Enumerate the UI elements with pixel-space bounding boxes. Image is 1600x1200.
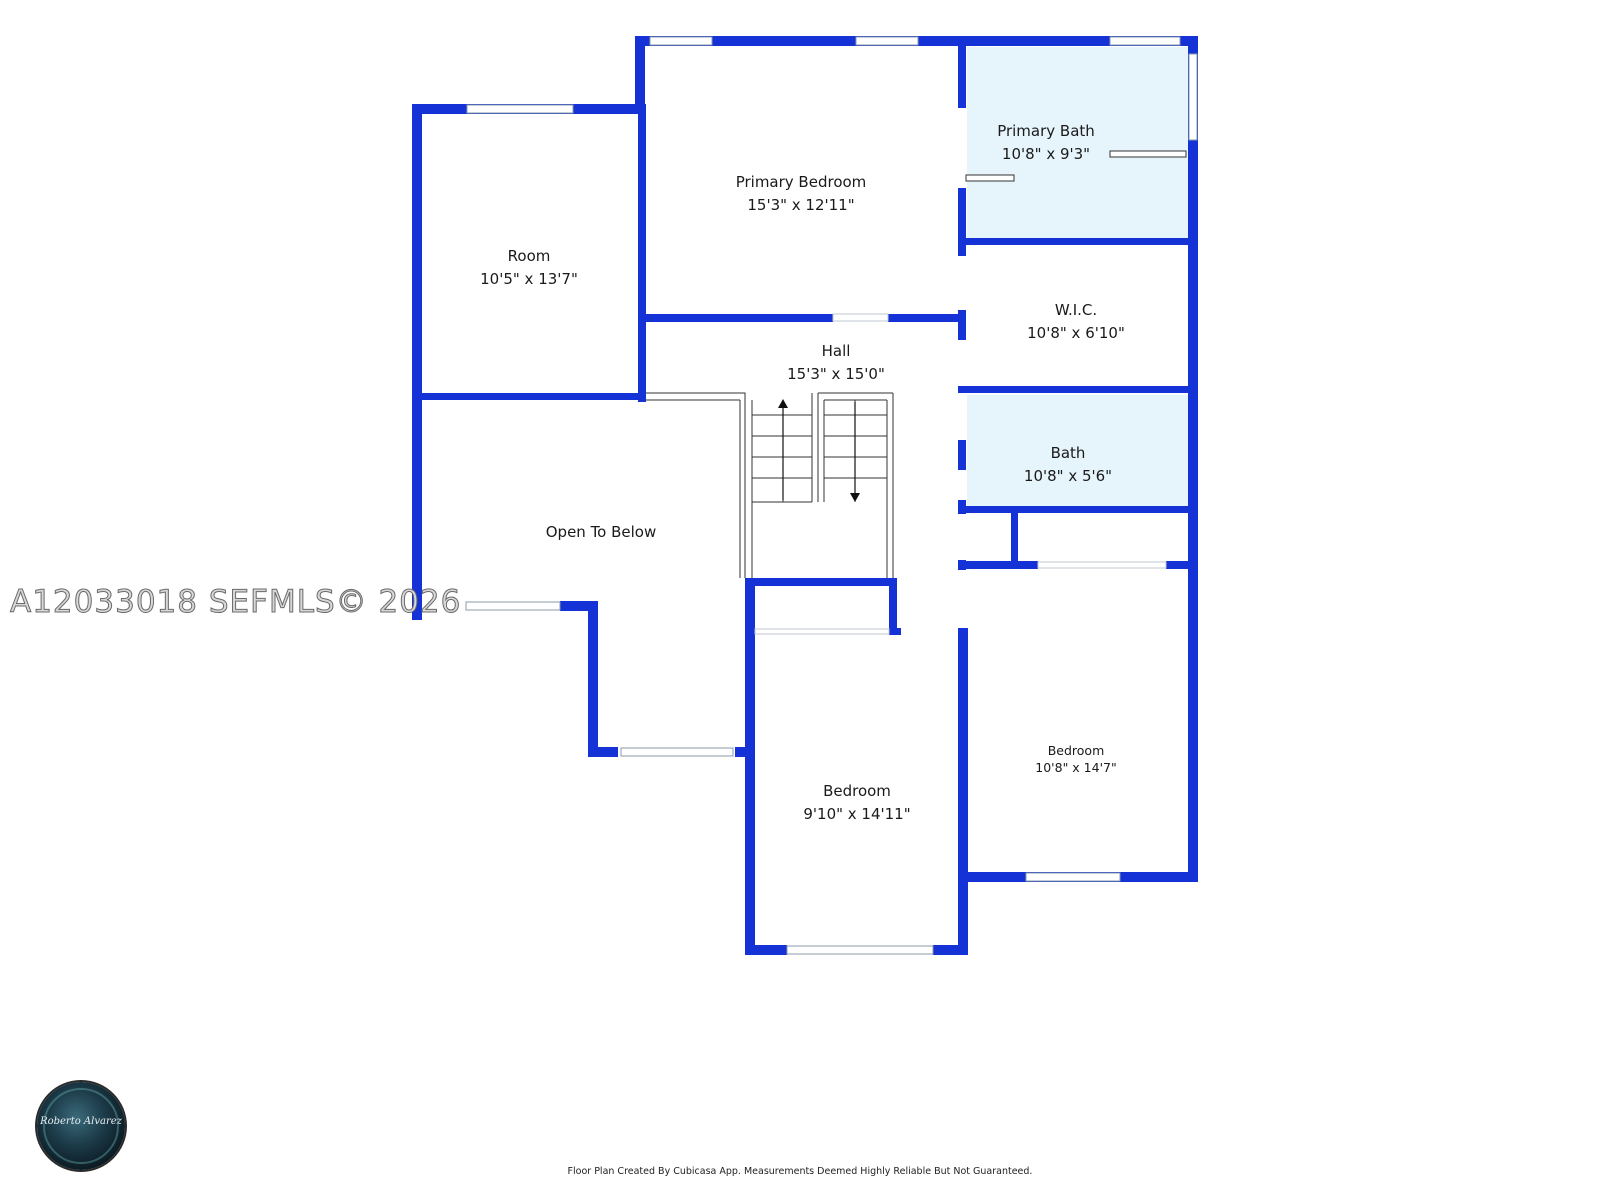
footer-disclaimer: Floor Plan Created By Cubicasa App. Meas… [567,1166,1033,1177]
right-bedroom-size: 10'8" x 14'7" [1035,760,1116,775]
bath-size: 10'8" x 5'6" [1024,467,1112,485]
hall-name: Hall [822,342,851,360]
stair-arrow-down-icon [850,402,860,502]
windows [465,36,1198,955]
right-bedroom-name: Bedroom [1048,743,1105,758]
stair-arrow-up-icon [778,399,788,500]
primary-bath-name: Primary Bath [997,122,1095,140]
hall-size: 15'3" x 15'0" [787,365,885,383]
open-to-below-name: Open To Below [546,523,657,541]
room-size: 10'5" x 13'7" [480,270,578,288]
shelf [965,174,1015,182]
room-name: Room [508,247,551,265]
primary-bedroom-size: 15'3" x 12'11" [747,196,854,214]
primary-bath-area [967,47,1192,240]
bath-area [967,395,1192,510]
towel-bar [1109,150,1187,158]
wic-name: W.I.C. [1055,301,1097,319]
photographer-logo: Roberto Alvarez [37,1082,125,1170]
mls-watermark: A12033018 SEFMLS© 2026 [9,584,462,621]
center-bedroom-size: 9'10" x 14'11" [803,805,910,823]
stairs [646,392,894,578]
bath-name: Bath [1051,444,1086,462]
center-bedroom-name: Bedroom [823,782,891,800]
primary-bedroom-name: Primary Bedroom [736,173,867,191]
door-openings [754,313,1167,635]
wic-size: 10'8" x 6'10" [1027,324,1125,342]
primary-bath-size: 10'8" x 9'3" [1002,145,1090,163]
logo-signature: Roberto Alvarez [40,1116,122,1127]
